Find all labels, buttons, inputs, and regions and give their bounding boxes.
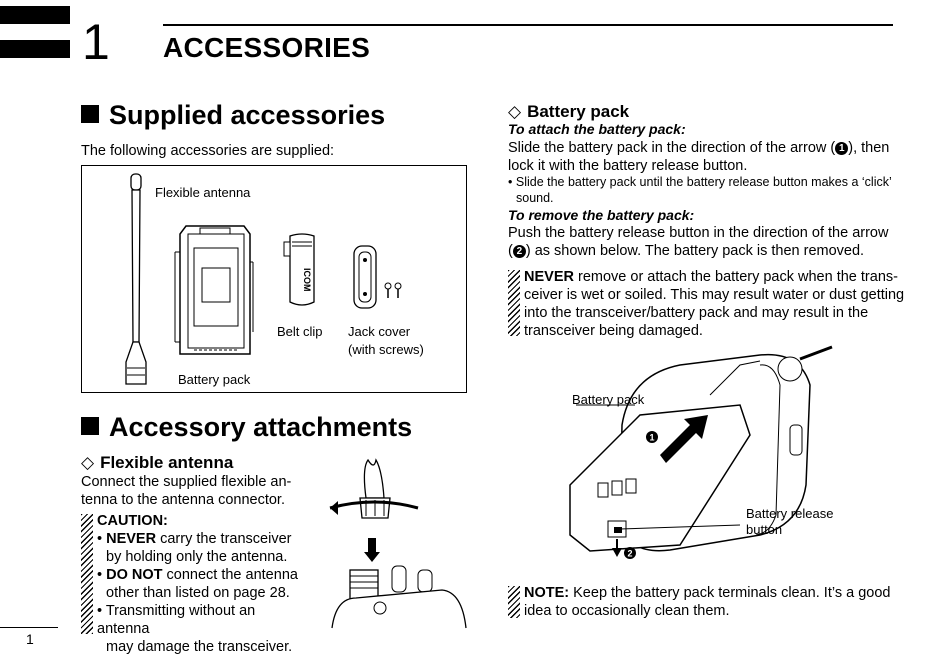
antenna-label: Flexible antenna: [155, 185, 251, 200]
step-2-icon: 2: [512, 245, 526, 258]
diamond-icon: ◇: [508, 102, 522, 121]
chapter-tab-marker: [0, 40, 70, 58]
note-block: NOTE: Keep the battery pack terminals cl…: [524, 585, 891, 619]
page-number: 1: [26, 631, 34, 647]
chapter-number: 1: [82, 14, 110, 70]
caution-block: CAUTION: • NEVER carry the transceiver b…: [97, 512, 307, 656]
note-hatch-marker: [508, 586, 520, 618]
svg-text:2: 2: [628, 549, 633, 559]
attach-bullet: • Slide the battery pack until the batte…: [508, 175, 892, 205]
figure-release-label-2: button: [746, 522, 783, 537]
battery-label: Battery pack: [178, 372, 251, 387]
svg-text:1: 1: [650, 433, 655, 443]
caution-hatch-marker: [81, 514, 93, 634]
flexible-antenna-heading: ◇Flexible antenna: [81, 453, 234, 472]
step-1-icon: 1: [835, 142, 849, 155]
figure-battery-label: Battery pack: [572, 392, 645, 407]
remove-instructions: Push the battery release button in the d…: [508, 225, 889, 259]
belt-clip-illustration: ICOM: [283, 233, 315, 306]
remove-heading: To remove the battery pack:: [508, 207, 695, 223]
jack-cover-illustration: [353, 245, 402, 309]
belt-clip-label: Belt clip: [277, 324, 323, 339]
antenna-attach-illustration: [329, 458, 467, 629]
battery-pack-illustration: [174, 225, 254, 355]
svg-text:ICOM: ICOM: [302, 268, 312, 292]
never-warning: NEVER remove or attach the battery pack …: [524, 269, 905, 339]
section-supplied-title: Supplied accessories: [81, 100, 385, 131]
warning-hatch-marker: [508, 270, 520, 336]
flexible-antenna-illustration: [125, 173, 147, 385]
supplied-intro: The following accessories are supplied:: [81, 143, 335, 159]
jack-cover-screws-label: (with screws): [348, 342, 424, 357]
square-bullet-icon: [81, 417, 99, 435]
attach-instructions: Slide the battery pack in the direction …: [508, 140, 890, 174]
caution-item: • DO NOT connect the antenna: [97, 567, 298, 583]
antenna-instructions: Connect the supplied flexible an- tenna …: [81, 474, 292, 508]
jack-cover-label: Jack cover: [348, 324, 411, 339]
caution-item: • Transmitting without an antenna: [97, 603, 256, 637]
header-rule: [163, 24, 893, 26]
attach-heading: To attach the battery pack:: [508, 121, 686, 137]
chapter-tab-marker: [0, 6, 70, 24]
figure-release-label-1: Battery release: [746, 506, 834, 521]
caution-item: • NEVER carry the transceiver: [97, 531, 292, 547]
chapter-title: ACCESSORIES: [163, 32, 371, 63]
accessories-figure-box: Flexible antenna Battery pack ICOM Belt …: [81, 165, 467, 393]
caution-title: CAUTION:: [97, 513, 168, 529]
footer-rule: [0, 627, 58, 628]
battery-pack-heading: ◇Battery pack: [508, 102, 630, 121]
transceiver-battery-illustration: 1 2: [569, 345, 833, 559]
square-bullet-icon: [81, 105, 99, 123]
diamond-icon: ◇: [81, 453, 95, 472]
section-attachments-title: Accessory attachments: [81, 412, 412, 443]
